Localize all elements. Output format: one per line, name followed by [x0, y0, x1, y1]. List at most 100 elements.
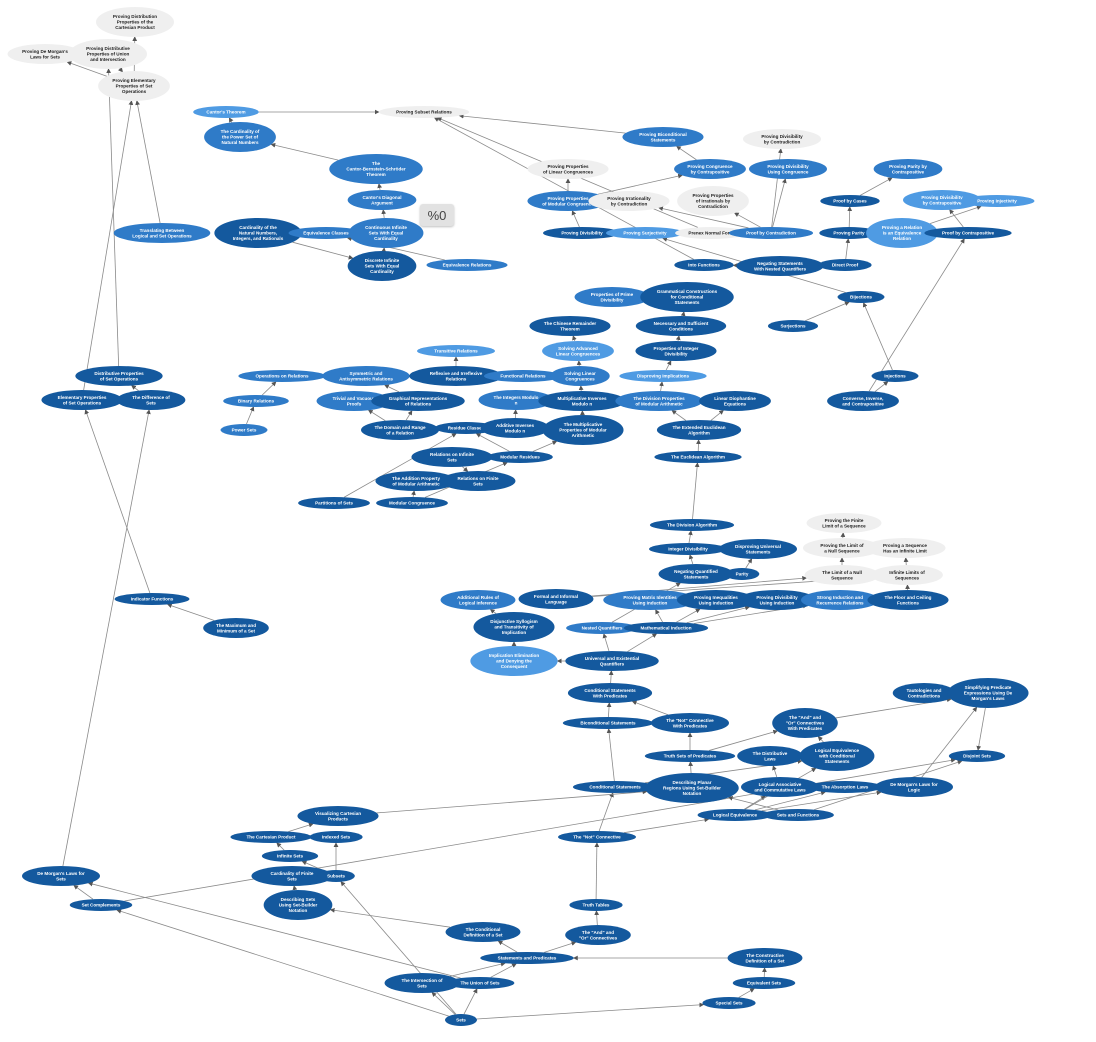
concept-node[interactable]: Biconditional Statements — [562, 717, 654, 729]
concept-node[interactable]: Truth Tables — [569, 899, 623, 911]
concept-node-shape[interactable] — [565, 925, 631, 945]
concept-node-shape[interactable] — [749, 159, 827, 179]
concept-node-shape[interactable] — [347, 190, 417, 210]
concept-node-shape[interactable] — [903, 190, 981, 210]
concept-node-shape[interactable] — [565, 651, 659, 671]
concept-node[interactable]: Integer Divisibility — [649, 543, 727, 555]
concept-node-shape[interactable] — [371, 391, 465, 411]
concept-node-shape[interactable] — [75, 366, 163, 386]
concept-node-shape[interactable] — [807, 781, 883, 793]
concept-node[interactable]: Infinite Sets — [261, 850, 319, 862]
concept-node[interactable]: Proving Injectivity — [959, 195, 1035, 207]
concept-node[interactable]: Into Functions — [674, 259, 734, 271]
concept-node-shape[interactable] — [772, 708, 838, 738]
concept-node-shape[interactable] — [567, 683, 653, 703]
concept-node-shape[interactable] — [948, 750, 1006, 762]
concept-node-shape[interactable] — [203, 618, 269, 638]
concept-node-shape[interactable] — [487, 451, 553, 463]
concept-node-shape[interactable] — [801, 590, 879, 610]
concept-node[interactable]: Binary Relations — [223, 395, 289, 407]
concept-node-shape[interactable] — [98, 71, 170, 101]
concept-node[interactable]: Proving Parity — [819, 227, 879, 239]
concept-node-shape[interactable] — [426, 259, 508, 271]
concept-node[interactable]: Proving Divisibility — [543, 227, 621, 239]
concept-node-shape[interactable] — [445, 977, 515, 989]
concept-node-shape[interactable] — [543, 227, 621, 239]
concept-node-shape[interactable] — [298, 497, 370, 509]
concept-node-shape[interactable] — [818, 259, 872, 271]
concept-node[interactable]: Proof by Contradiction — [728, 227, 814, 239]
concept-node-shape[interactable] — [361, 420, 439, 440]
concept-node-shape[interactable] — [22, 866, 100, 886]
concept-node-shape[interactable] — [238, 370, 326, 382]
concept-node-shape[interactable] — [322, 366, 410, 386]
concept-node-shape[interactable] — [263, 890, 333, 920]
concept-node-shape[interactable] — [317, 870, 355, 882]
concept-node-shape[interactable] — [827, 391, 899, 411]
concept-node-shape[interactable] — [674, 159, 746, 179]
concept-node[interactable]: Truth Sets of Predicates — [644, 750, 736, 762]
concept-node-shape[interactable] — [702, 997, 756, 1009]
concept-node-shape[interactable] — [622, 127, 704, 147]
concept-node-shape[interactable] — [478, 390, 554, 410]
concept-node-shape[interactable] — [699, 391, 771, 411]
concept-node[interactable]: Functional Relations — [484, 370, 562, 382]
concept-node-shape[interactable] — [204, 122, 276, 152]
concept-node-shape[interactable] — [7, 44, 83, 64]
concept-node[interactable]: Set Complements — [69, 899, 133, 911]
concept-node-shape[interactable] — [41, 390, 123, 410]
concept-node[interactable]: The Euclidean Algorithm — [654, 451, 742, 463]
concept-node-shape[interactable] — [529, 316, 611, 336]
concept-node[interactable]: Modular Residues — [487, 451, 553, 463]
concept-node-shape[interactable] — [480, 952, 574, 964]
concept-node-shape[interactable] — [743, 129, 821, 149]
concept-node-shape[interactable] — [719, 539, 797, 559]
concept-node[interactable]: Operations on Relations — [238, 370, 326, 382]
concept-node[interactable]: Power Sets — [220, 424, 268, 436]
concept-node[interactable]: Disproving Implications — [619, 370, 707, 382]
concept-node[interactable]: Transitive Relations — [417, 345, 495, 357]
concept-node-shape[interactable] — [635, 341, 717, 361]
concept-node-shape[interactable] — [867, 590, 949, 610]
concept-node-shape[interactable] — [674, 259, 734, 271]
concept-node-shape[interactable] — [116, 390, 186, 410]
concept-node-shape[interactable] — [347, 251, 417, 281]
concept-node-shape[interactable] — [316, 391, 392, 411]
concept-node-shape[interactable] — [574, 287, 650, 307]
concept-node-shape[interactable] — [728, 227, 814, 239]
concept-node-shape[interactable] — [566, 622, 638, 634]
concept-node-shape[interactable] — [329, 154, 423, 184]
concept-node-shape[interactable] — [924, 227, 1012, 239]
concept-node[interactable]: Cantor's Theorem — [193, 106, 259, 118]
concept-node-shape[interactable] — [959, 195, 1035, 207]
